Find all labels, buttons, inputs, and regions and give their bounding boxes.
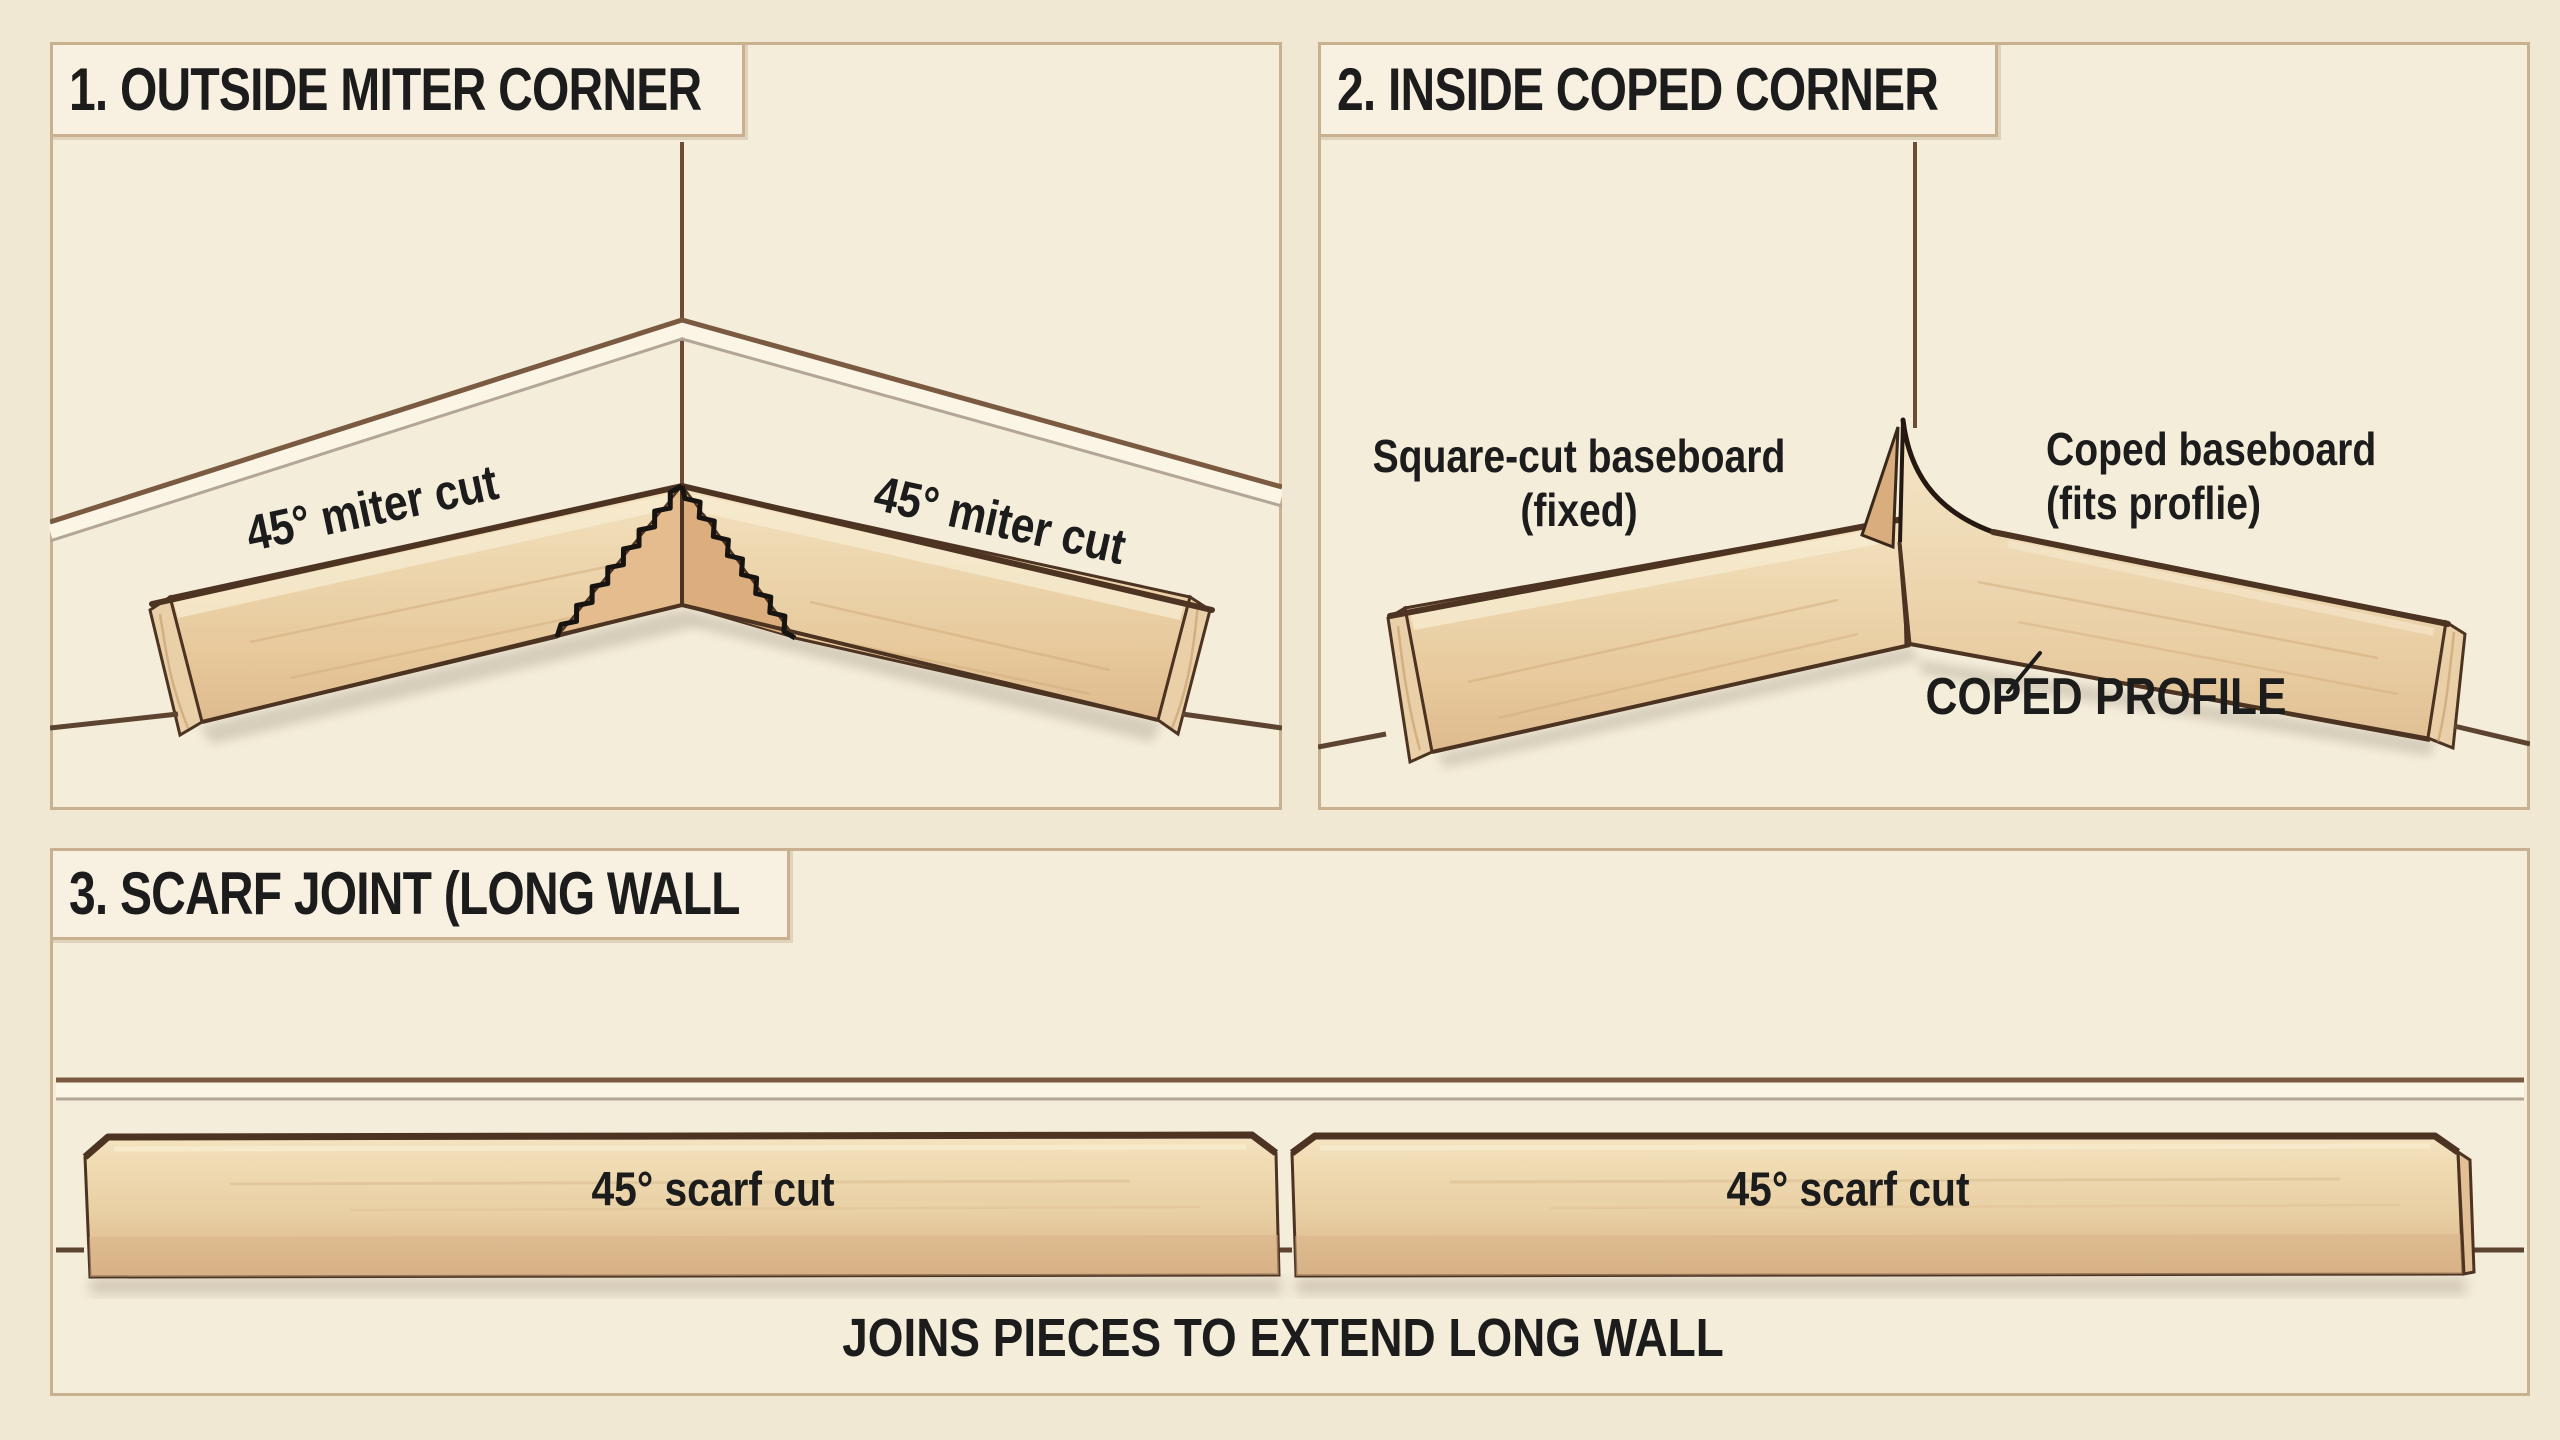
- panel1-title: 1. OUTSIDE MITER CORNER: [69, 56, 702, 123]
- panel2-title-box: 2. INSIDE COPED CORNER: [1318, 42, 1998, 137]
- wood-grain: [2017, 620, 2399, 696]
- wall-trim-lower-line: [50, 337, 1282, 543]
- left-board-top-edge: [149, 483, 685, 607]
- floor-line-left: [1318, 731, 1387, 750]
- end-grain: [158, 613, 190, 729]
- right-baseboard-highlight: [690, 494, 1184, 620]
- left-board-shadow: [90, 1278, 1282, 1294]
- wood-grain: [289, 616, 571, 680]
- left-board-top-edge: [82, 1131, 1279, 1160]
- right-board-top-edge: [1289, 1132, 2460, 1156]
- floor-line-left: [50, 711, 179, 731]
- square-cut-baseboard-label: Square-cut baseboard (fixed): [1336, 429, 1822, 537]
- wall-trim-upper-line: [50, 317, 1282, 525]
- coped-highlight: [2007, 540, 2435, 636]
- panel2-title: 2. INSIDE COPED CORNER: [1337, 56, 1939, 123]
- left-baseboard-highlight: [174, 494, 670, 618]
- wall-trim-highlight: [50, 320, 1282, 539]
- wood-grain: [229, 1179, 1131, 1186]
- wood-grain: [349, 1205, 1201, 1212]
- right-board-shadow: [682, 609, 1162, 742]
- wood-grain: [1449, 1177, 2341, 1184]
- right-board-top-edge: [679, 483, 1215, 613]
- board-shadow-band: [1295, 1234, 2463, 1276]
- wood-grain: [1497, 632, 1859, 720]
- scarf-joint-caption: JOINS PIECES TO EXTEND LONG WALL: [764, 1307, 1801, 1369]
- wood-grain: [1549, 1203, 2401, 1210]
- coped-profile-curve: [1900, 417, 1996, 535]
- coped-label-line2: (fits proflie): [2046, 477, 2262, 529]
- scarf-joint-drawing: [50, 848, 2530, 1396]
- coped-profile-label: COPED PROFILE: [1894, 667, 2319, 727]
- panel3-border: [50, 848, 2530, 1396]
- inside-coped-drawing: [1318, 42, 2530, 810]
- board-highlight: [113, 1144, 1247, 1152]
- wood-grain: [249, 564, 611, 644]
- right-board-shadow: [1918, 660, 2436, 756]
- outside-miter-drawing: [50, 42, 1282, 810]
- left-board-shadow: [1438, 646, 1918, 768]
- panel-scarf-joint: 3. SCARF JOINT (LONG WALL 45° scarf cut …: [50, 848, 2530, 1396]
- coped-profile-label-text: COPED PROFILE: [1925, 668, 2287, 726]
- left-board-shadow: [200, 609, 700, 744]
- end-grain: [1396, 625, 1422, 751]
- square-cut-highlight: [1410, 526, 1894, 630]
- coped-baseboard-label: Coped baseboard (fits proflie): [2046, 422, 2435, 530]
- board-joint-line: [1897, 541, 1909, 645]
- scarf-cut-label-right-text: 45° scarf cut: [1726, 1163, 1970, 1217]
- floor-line-right: [1181, 711, 1282, 731]
- wood-grain: [1977, 580, 2379, 660]
- board-shadow-band: [89, 1235, 1279, 1277]
- panel3-title-box: 3. SCARF JOINT (LONG WALL: [50, 848, 790, 940]
- square-cut-top-edge: [1387, 516, 1906, 619]
- scarf-joint-caption-text: JOINS PIECES TO EXTEND LONG WALL: [842, 1308, 1724, 1368]
- right-board-end-cap: [2456, 1149, 2476, 1276]
- panel-outside-miter-corner: 1. OUTSIDE MITER CORNER 45° miter cut 45…: [50, 42, 1282, 810]
- coped-board-bottom-edge: [1909, 642, 2431, 742]
- miter-cut-line-left: [554, 483, 684, 638]
- square-cut-label-line2: (fixed): [1520, 484, 1638, 536]
- scarf-cut-label-left: 45° scarf cut: [570, 1163, 856, 1218]
- scarf-cut-label-left-text: 45° scarf cut: [591, 1163, 835, 1217]
- board-highlight: [1319, 1143, 2431, 1151]
- panel-inside-coped-corner: 2. INSIDE COPED CORNER Square-cut basebo…: [1318, 42, 2530, 810]
- panel1-title-box: 1. OUTSIDE MITER CORNER: [50, 42, 745, 137]
- wood-grain: [849, 642, 1091, 696]
- right-board-shadow: [1296, 1278, 2466, 1294]
- coped-profile-leader-line: [2006, 651, 2042, 694]
- coped-board-top-edge: [1990, 529, 2451, 627]
- left-board-bottom-edge: [201, 603, 683, 724]
- coped-board-end-cap: [2426, 619, 2467, 751]
- coped-profile-left-edge: [1898, 419, 1905, 543]
- square-cut-end-sliver: [1860, 426, 1900, 550]
- wood-grain: [1467, 598, 1839, 684]
- scarf-cut-label-right: 45° scarf cut: [1705, 1163, 1991, 1218]
- square-cut-label-line1: Square-cut baseboard: [1372, 430, 1786, 482]
- floor-line-right: [2453, 723, 2530, 747]
- coped-label-line1: Coped baseboard: [2046, 423, 2377, 475]
- end-grain: [1170, 603, 1200, 729]
- square-cut-bottom-edge: [1431, 643, 1911, 754]
- wood-grain: [809, 600, 1111, 672]
- end-grain: [2436, 631, 2456, 743]
- right-board-bottom-edge: [681, 603, 1159, 722]
- miter-cut-line-right: [679, 485, 797, 641]
- panel3-title: 3. SCARF JOINT (LONG WALL: [69, 860, 740, 927]
